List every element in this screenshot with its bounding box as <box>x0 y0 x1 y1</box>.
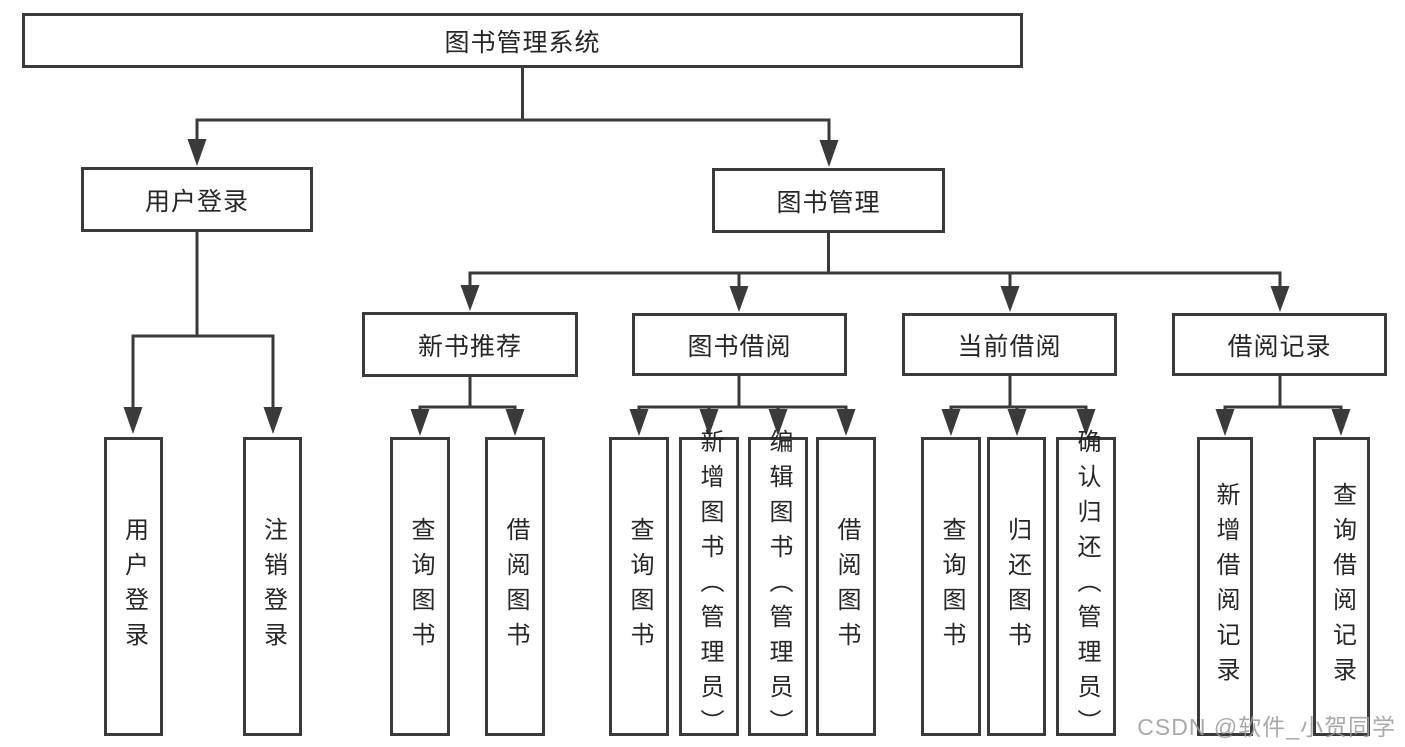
leaf-edit-books-admin: 编辑图书（管理员） <box>748 429 808 744</box>
arrowhead-icon <box>410 409 430 436</box>
leaf-query-books-recommend: 查询图书 <box>390 437 450 736</box>
arrowhead-icon <box>836 409 856 436</box>
arrowhead-icon <box>629 409 649 436</box>
arrowhead-icon <box>1000 286 1020 312</box>
arrowhead-icon <box>505 409 525 436</box>
arrowhead-icon <box>941 409 961 436</box>
node-book-management: 图书管理 <box>712 168 945 233</box>
connector-book-mgmt-children <box>460 233 1290 312</box>
arrowhead-icon <box>460 285 480 311</box>
arrowhead-icon <box>1270 286 1290 312</box>
arrowhead-icon <box>1076 409 1096 436</box>
connector-current-borrow-children <box>941 376 1096 436</box>
leaf-query-books-borrow: 查询图书 <box>609 437 669 736</box>
connector-root-to-level2 <box>187 68 839 167</box>
arrowhead-icon <box>1331 409 1351 436</box>
leaf-confirm-return-admin: 确认归还（管理员） <box>1056 429 1116 744</box>
leaf-add-borrow-record: 新增借阅记录 <box>1197 437 1253 736</box>
arrowhead-icon <box>263 407 283 434</box>
connector-borrow-records-children <box>1215 376 1351 436</box>
node-new-book-recommend: 新书推荐 <box>362 312 578 377</box>
leaf-borrow-books: 借阅图书 <box>816 437 876 736</box>
leaf-return-books: 归还图书 <box>987 437 1046 736</box>
node-borrow-records: 借阅记录 <box>1172 313 1387 376</box>
connector-book-borrow-children <box>629 376 856 436</box>
arrowhead-icon <box>768 409 788 436</box>
leaf-logout: 注销登录 <box>243 437 302 736</box>
leaf-query-borrow-record: 查询借阅记录 <box>1313 437 1370 736</box>
leaf-user-login: 用户登录 <box>104 437 163 736</box>
arrowhead-icon <box>729 286 749 312</box>
connector-new-book-children <box>410 377 525 436</box>
connector-user-login-children <box>123 232 283 434</box>
arrowhead-icon <box>123 407 143 434</box>
arrowhead-icon <box>187 139 207 166</box>
leaf-borrow-books-recommend: 借阅图书 <box>485 437 545 736</box>
node-current-borrow: 当前借阅 <box>902 313 1117 376</box>
arrowhead-icon <box>1007 409 1027 436</box>
node-user-login: 用户登录 <box>81 167 313 232</box>
arrowhead-icon <box>1215 409 1235 436</box>
leaf-query-books-current: 查询图书 <box>921 437 981 736</box>
node-root-system: 图书管理系统 <box>22 13 1023 68</box>
arrowhead-icon <box>699 409 719 436</box>
leaf-add-books-admin: 新增图书（管理员） <box>679 429 739 744</box>
node-book-borrow: 图书借阅 <box>632 313 847 376</box>
csdn-watermark: CSDN @软件_小贺同学 <box>1137 714 1396 740</box>
arrowhead-icon <box>819 140 839 167</box>
